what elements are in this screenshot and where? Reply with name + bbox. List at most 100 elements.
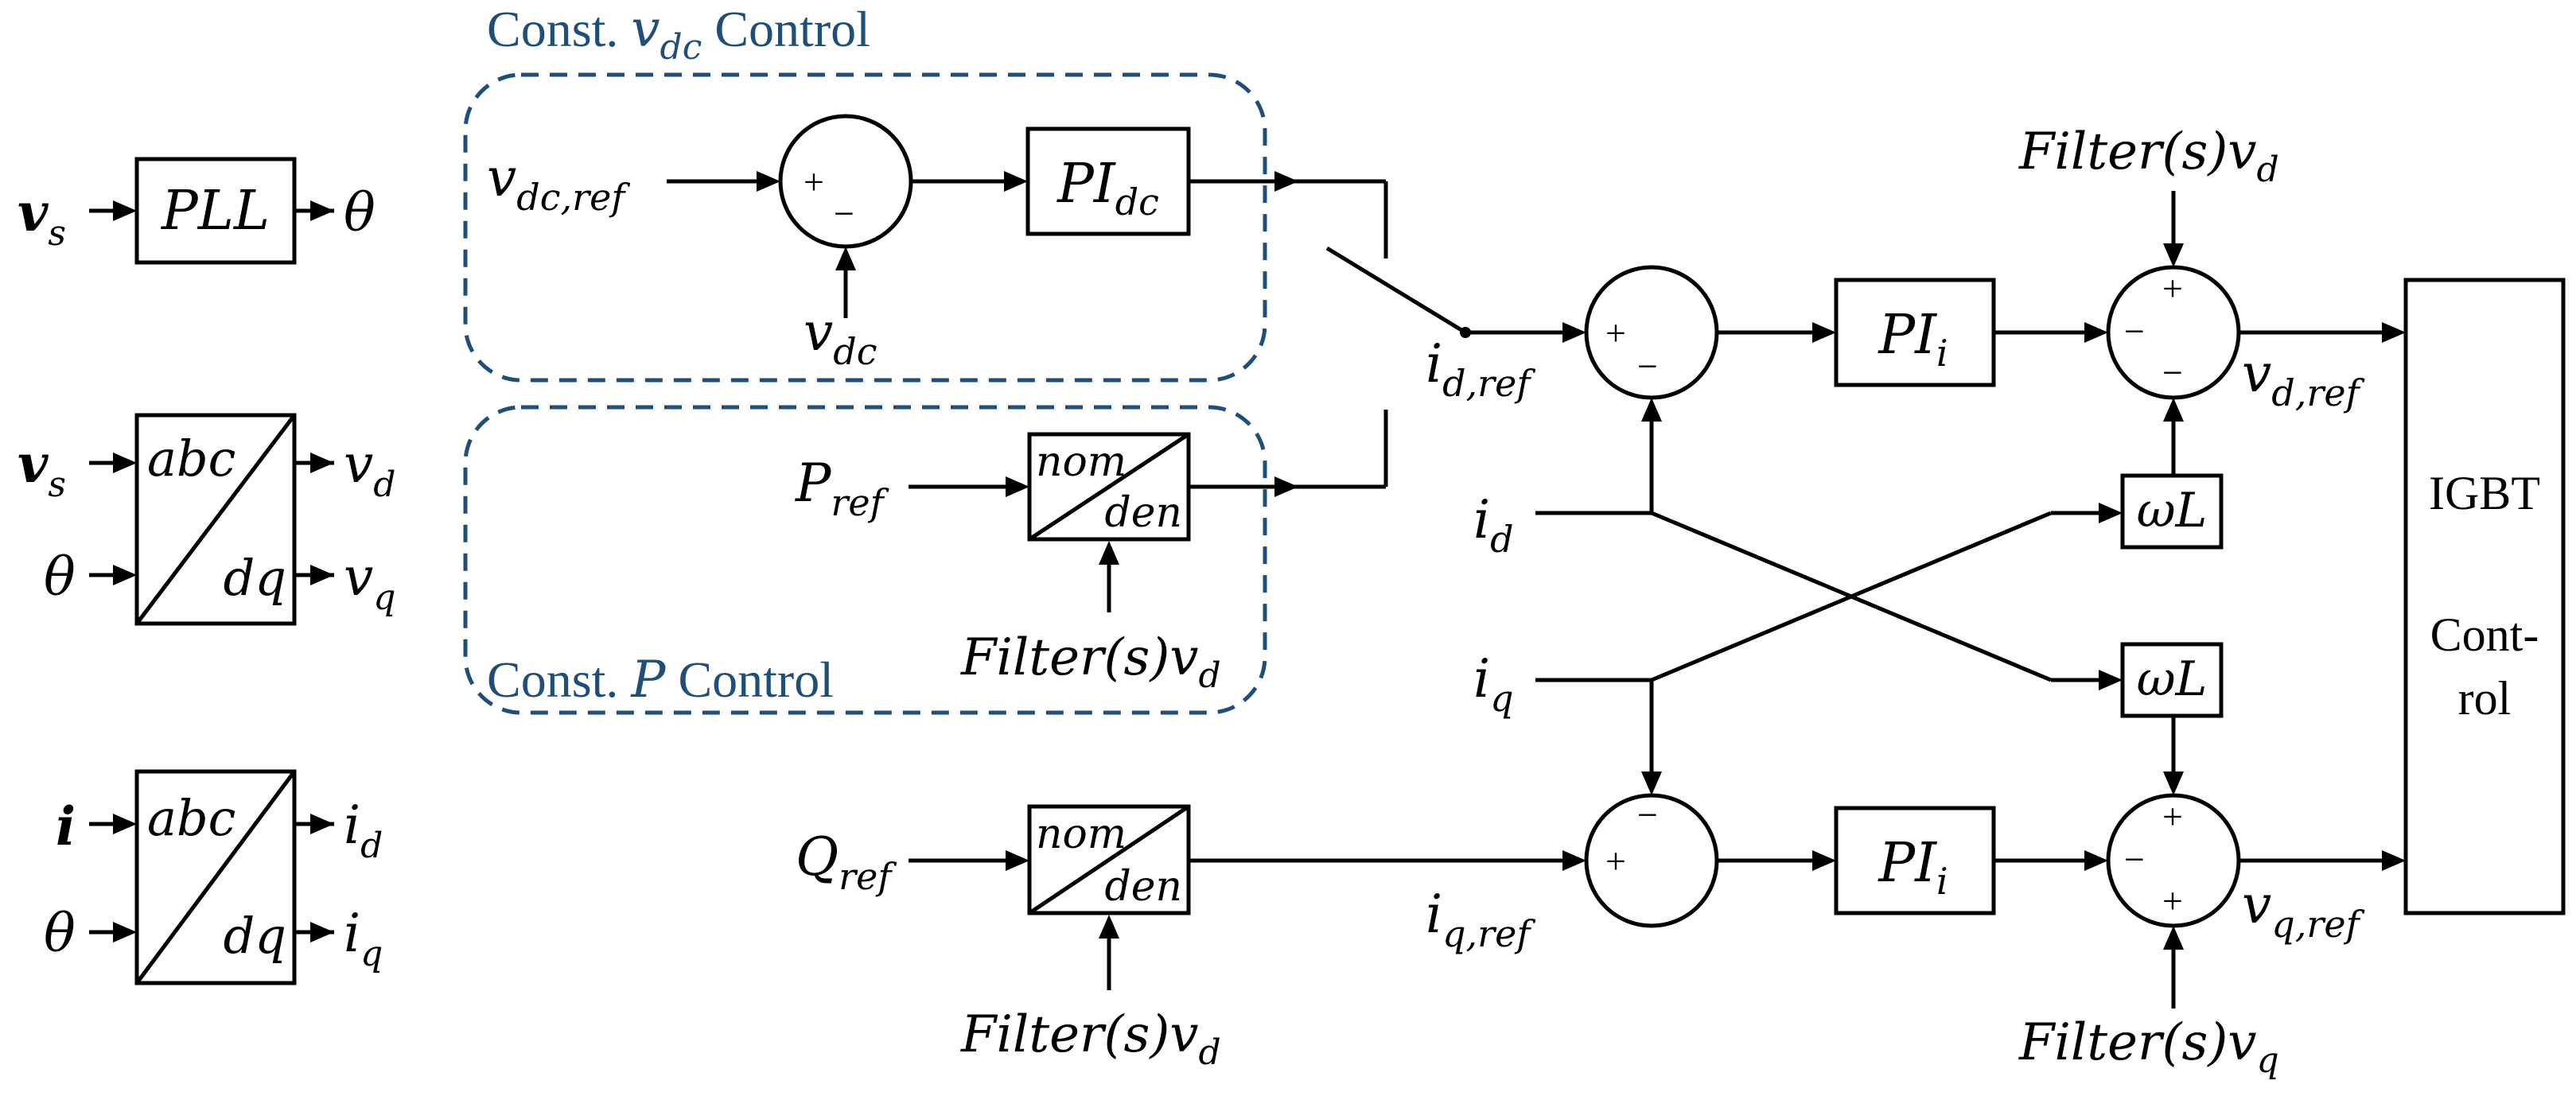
vq-ref-label: vq,ref <box>2242 874 2365 946</box>
dq-label-1: dq <box>224 549 286 607</box>
q-ref-label: Qref <box>796 826 897 898</box>
i-label-transform: i <box>56 795 76 857</box>
vd-sum-minus-left: − <box>2124 311 2145 352</box>
p-filter-label: Filter(s)vd <box>960 628 1221 696</box>
pi-i-label-d: PIi <box>1877 304 1948 375</box>
pll-label: PLL <box>160 180 270 243</box>
pi-i-label-q: PIi <box>1877 832 1948 903</box>
omega-l-block-d <box>2120 473 2224 550</box>
arrowhead-9 <box>310 922 334 942</box>
iq-feedback-label: iq <box>1473 648 1514 720</box>
vq-sum-plus-top: + <box>2162 796 2183 837</box>
omega-l-label-q: ωL <box>2137 651 2208 707</box>
arrowhead-31 <box>2084 850 2108 871</box>
i-transform-group: i θ abc dq id iq <box>44 769 383 985</box>
vdc-sum-plus: + <box>804 161 824 202</box>
d-sum-plus: + <box>1605 313 1626 353</box>
arrowhead-32 <box>2163 771 2184 795</box>
iq-ref-label: iq,ref <box>1426 884 1535 955</box>
theta-input-label-2: θ <box>44 903 76 964</box>
vs-label-transform: vs <box>18 433 66 505</box>
arrowhead-7 <box>310 565 334 585</box>
arrowhead-13 <box>1274 171 1298 192</box>
arrowhead-18 <box>1641 398 1662 422</box>
filter-vd-top-label: Filter(s)vd <box>2018 122 2279 190</box>
igbt-label-line3: rol <box>2458 672 2512 725</box>
vd-output-label: vd <box>344 433 395 505</box>
arrowhead-5 <box>310 200 334 221</box>
p-tf-den: den <box>1104 489 1182 537</box>
pi-dc-block <box>1025 126 1191 236</box>
d-sum-minus: − <box>1637 346 1658 387</box>
vdc-control-group-title: Const. vdc Control <box>487 0 870 68</box>
vdc-sum-minus: − <box>834 193 854 234</box>
arrowhead-17 <box>1562 322 1586 343</box>
vq-sum-plus-bottom: + <box>2162 880 2183 921</box>
vdc-feedback-label: vdc <box>804 301 877 373</box>
theta-output-label: θ <box>344 182 376 243</box>
q-tf-nom: nom <box>1036 810 1127 858</box>
arrowhead-3 <box>113 814 137 834</box>
arrowhead-6 <box>310 453 334 473</box>
arrowhead-0 <box>113 200 137 221</box>
vs-label-pll: vs <box>18 181 66 254</box>
arrowhead-1 <box>113 453 137 473</box>
arrowhead-11 <box>835 247 856 270</box>
arrowhead-2 <box>113 565 137 585</box>
vd-ref-label: vd,ref <box>2242 343 2365 414</box>
vdc-ref-label: vdc,ref <box>487 147 630 219</box>
arrowhead-4 <box>113 922 137 942</box>
omega-l-label-d: ωL <box>2137 483 2208 538</box>
arrowhead-27 <box>1099 915 1119 939</box>
dq-label-2: dq <box>224 907 286 965</box>
arrowhead-20 <box>2084 322 2108 343</box>
vd-sum-plus-top: + <box>2162 268 2183 309</box>
arrowhead-30 <box>1812 850 1836 871</box>
abc-label-2: abc <box>147 789 235 847</box>
vs-transform-group: vs θ abc dq vd vq <box>18 413 395 626</box>
arrowhead-26 <box>1006 850 1029 871</box>
arrowhead-14 <box>1006 476 1029 497</box>
arrowhead-23 <box>2382 322 2406 343</box>
arrowhead-19 <box>1812 322 1836 343</box>
p-control-group-border <box>463 405 1267 715</box>
arrowhead-16 <box>1274 476 1298 497</box>
q-sum-plus: + <box>1605 841 1626 881</box>
arrowhead-34 <box>2382 850 2406 871</box>
vd-sum-minus-bottom: − <box>2162 352 2183 393</box>
arrowheads <box>113 171 2406 950</box>
igbt-control-block <box>2403 278 2566 915</box>
p-ref-label: Pref <box>795 453 889 524</box>
arrowhead-28 <box>1562 850 1586 871</box>
igbt-label-line2: Cont- <box>2430 608 2539 661</box>
arrowhead-21 <box>2163 243 2184 267</box>
pi-dc-label: PIdc <box>1056 153 1159 223</box>
q-filter-label: Filter(s)vd <box>960 1005 1221 1073</box>
arrowhead-29 <box>1641 771 1662 795</box>
vq-output-label: vq <box>344 546 395 618</box>
arrowhead-12 <box>1004 171 1028 192</box>
pi-i-block-q <box>1834 806 1996 915</box>
iq-output-label: iq <box>344 903 383 974</box>
id-feedback-label: id <box>1473 489 1514 561</box>
arrowhead-10 <box>757 171 780 192</box>
id-output-label: id <box>344 795 383 866</box>
arrowhead-8 <box>310 814 334 834</box>
arrowhead-33 <box>2163 926 2184 950</box>
igbt-label-line1: IGBT <box>2429 467 2540 519</box>
pll-block <box>134 157 297 265</box>
mode-switch-blade <box>1325 246 1467 335</box>
arrowhead-15 <box>1099 541 1119 565</box>
arrowhead-25 <box>2099 670 2123 690</box>
q-tf-den: den <box>1104 863 1182 911</box>
arrowhead-24 <box>2099 503 2123 523</box>
p-tf-nom: nom <box>1036 438 1127 486</box>
id-ref-label: id,ref <box>1426 333 1535 405</box>
vdc-control-group-border <box>463 72 1267 383</box>
arrowhead-22 <box>2163 398 2184 422</box>
filter-vq-bottom-label: Filter(s)vq <box>2018 1013 2279 1081</box>
abc-label-1: abc <box>147 429 235 488</box>
vq-sum-minus-left: − <box>2124 839 2145 880</box>
theta-input-label-1: θ <box>44 546 76 608</box>
